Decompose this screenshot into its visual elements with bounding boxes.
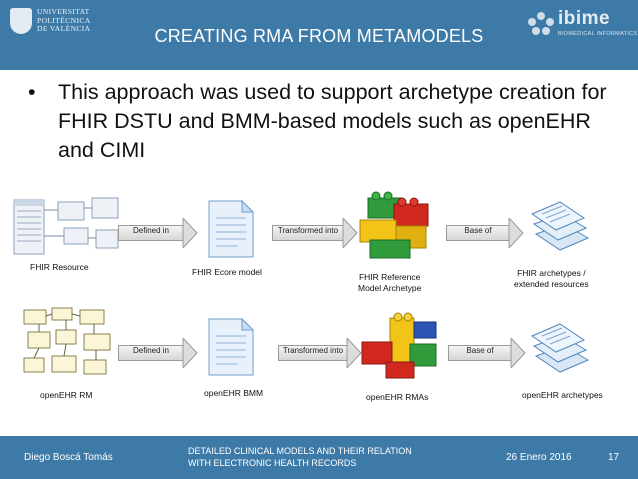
openehr-base-of-arrow: Base of: [448, 338, 526, 368]
fhir-ecore-caption: FHIR Ecore model: [192, 267, 262, 277]
openehr-bmm-document-icon: [208, 318, 254, 376]
university-logo-text: UNIVERSITAT POLITÈCNICA DE VALÈNCIA: [37, 7, 91, 34]
ibime-dots-icon: [528, 12, 554, 38]
openehr-transformed-into-label: Transformed into: [282, 346, 344, 355]
fhir-resource-diagram-icon: [13, 197, 119, 255]
ibime-logo-subtext: BIOMEDICAL INFORMATICS: [558, 31, 638, 37]
footer-page-number: 17: [608, 452, 620, 463]
fhir-defined-in-label: Defined in: [132, 226, 170, 235]
bullet-dot: •: [28, 80, 36, 104]
slide-title: CREATING RMA FROM METAMODELS: [154, 26, 484, 46]
openehr-rma-caption: openEHR RMAs: [366, 392, 429, 402]
fhir-rma-caption: FHIR Reference Model Archetype: [358, 272, 421, 294]
fhir-archetypes-caption: FHIR archetypes / extended resources: [514, 268, 589, 290]
fhir-rma-caption-text: FHIR Reference Model Archetype: [358, 272, 422, 293]
university-seal-icon: [10, 8, 32, 34]
footer-title-text: DETAILED CLINICAL MODELS AND THEIR RELAT…: [188, 446, 412, 468]
openehr-archetypes-stack-icon: [530, 323, 590, 373]
fhir-transformed-into-label: Transformed into: [277, 226, 339, 235]
bullet-point: • This approach was used to support arch…: [28, 78, 618, 165]
fhir-defined-in-arrow: Defined in: [118, 218, 198, 248]
footer-title: DETAILED CLINICAL MODELS AND THEIR RELAT…: [188, 445, 412, 469]
slide-footer: Diego Boscá Tomás DETAILED CLINICAL MODE…: [0, 436, 638, 479]
fhir-resource-caption: FHIR Resource: [30, 262, 89, 272]
fhir-rma-bricks-icon: [359, 191, 429, 259]
footer-date: 26 Enero 2016: [506, 452, 572, 463]
fhir-transformed-into-arrow: Transformed into: [272, 218, 358, 248]
openehr-transformed-into-arrow: Transformed into: [278, 338, 362, 368]
openehr-bmm-caption: openEHR BMM: [204, 388, 264, 398]
footer-author: Diego Boscá Tomás: [24, 452, 113, 463]
ibime-logo: ibime BIOMEDICAL INFORMATICS: [528, 8, 637, 40]
openehr-defined-in-arrow: Defined in: [118, 338, 198, 368]
fhir-base-of-arrow: Base of: [446, 218, 524, 248]
openehr-base-of-label: Base of: [466, 346, 494, 355]
university-logo: UNIVERSITAT POLITÈCNICA DE VALÈNCIA: [10, 6, 106, 36]
bullet-text: This approach was used to support archet…: [58, 80, 607, 162]
fhir-archetypes-caption-text: FHIR archetypes / extended resources: [514, 268, 589, 289]
openehr-archetypes-caption: openEHR archetypes: [522, 390, 603, 400]
slide-header: UNIVERSITAT POLITÈCNICA DE VALÈNCIA ibim…: [0, 0, 638, 70]
fhir-archetypes-stack-icon: [530, 201, 590, 251]
openehr-rma-bricks-icon: [361, 312, 437, 379]
fhir-base-of-label: Base of: [464, 226, 492, 235]
ibime-logo-text: ibime: [558, 8, 611, 29]
openehr-defined-in-label: Defined in: [132, 346, 170, 355]
fhir-ecore-document-icon: [208, 200, 254, 258]
openehr-rm-diagram-icon: [23, 307, 111, 375]
openehr-rm-caption: openEHR RM: [40, 390, 93, 400]
